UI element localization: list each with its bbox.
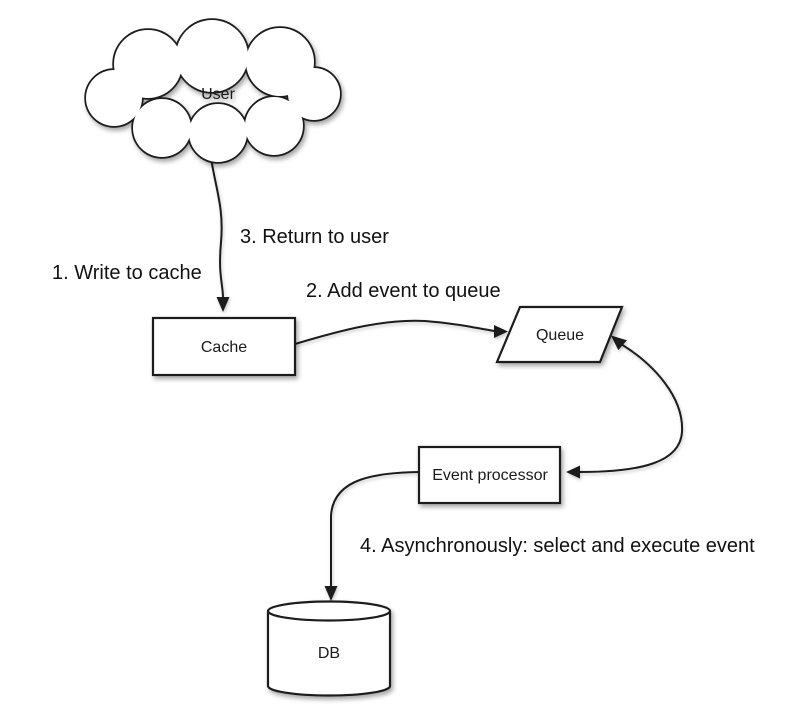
- label-step3-return-to-user: 3. Return to user: [240, 226, 389, 248]
- user-cloud-node: User: [84, 18, 342, 164]
- queue-node-label: Queue: [536, 327, 584, 344]
- arrow-queue-event-processor-line: [579, 343, 684, 473]
- arrowhead-into-db: [324, 586, 338, 601]
- event-processor-node-box: [417, 445, 562, 505]
- arrow-event-processor-to-db-line: [330, 471, 420, 588]
- db-node: DB: [266, 600, 392, 697]
- cache-node-label: Cache: [201, 339, 247, 356]
- label-step1-write-to-cache: 1. Write to cache: [52, 262, 202, 284]
- db-cylinder-top: [266, 600, 392, 622]
- event-processor-node-label: Event processor: [432, 467, 548, 484]
- label-step2-add-event-to-queue: 2. Add event to queue: [306, 280, 501, 302]
- label-step4-asynchronously-select-execute: 4. Asynchronously: select and execute ev…: [360, 535, 755, 557]
- queue-node-box: [495, 305, 624, 364]
- queue-node: Queue: [495, 305, 624, 364]
- cache-node-box: [151, 316, 297, 377]
- arrowhead-into-cache: [216, 297, 230, 312]
- arrow-cache-to-queue-line: [294, 319, 495, 345]
- arrow-cache-to-queue: [294, 319, 508, 345]
- user-cloud-body: [86, 20, 340, 162]
- arrow-event-processor-to-db: [324, 471, 420, 601]
- arrowhead-into-queue-right: [611, 335, 627, 351]
- cache-node: Cache: [151, 316, 297, 377]
- user-node-label: User: [201, 86, 235, 103]
- arrowhead-into-queue-left: [494, 325, 508, 338]
- db-node-label: DB: [318, 645, 340, 662]
- db-cylinder-body: [266, 611, 392, 697]
- arrow-user-to-cache-line: [210, 157, 224, 299]
- arrow-user-to-cache: [210, 157, 230, 312]
- arrow-queue-event-processor: [566, 335, 684, 479]
- arrowhead-into-event-processor: [566, 465, 580, 479]
- event-processor-node: Event processor: [417, 445, 562, 505]
